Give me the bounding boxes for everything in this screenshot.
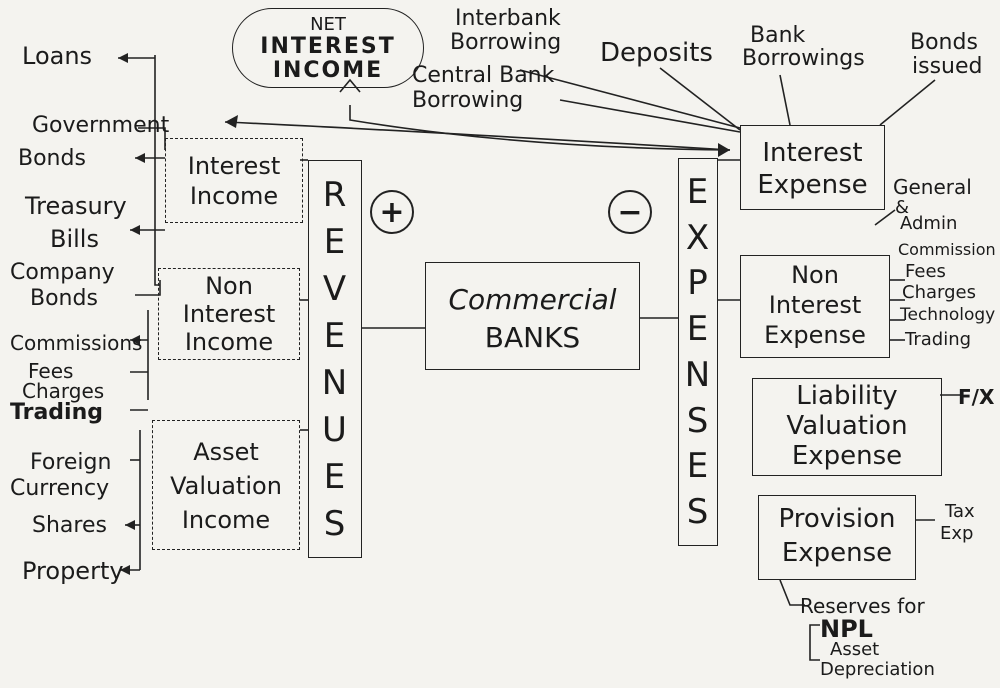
provision-expense-box: Provision Expense [758,495,916,580]
provision-expense-line-2: Expense [781,538,893,568]
non-interest-expense-box: Non Interest Expense [740,255,890,358]
expenses-letter: E [686,446,710,487]
interest-expense-line-1: Interest [762,138,863,168]
fx-label: F/X [958,385,995,409]
deposits-label: Deposits [600,38,713,68]
interbank-borrowing-label-2: Borrowing [450,30,562,55]
government-bonds-label-1: Government [32,113,170,138]
non-interest-income-line-1: Non [205,272,253,300]
interest-expense-box: Interest Expense [740,125,885,210]
company-bonds-label-1: Company [10,260,115,285]
interest-expense-line-2: Expense [757,170,868,200]
fees-label-right: Fees [905,261,946,282]
banks-label: BANKS [484,321,581,354]
treasury-bills-label-2: Bills [50,225,99,253]
tax-exp-label-2: Exp [940,523,974,544]
revenues-letter: U [322,409,348,450]
bank-borrowings-label-2: Borrowings [742,46,865,71]
foreign-currency-label-1: Foreign [30,450,112,475]
revenues-box: R E V E N U E S [308,160,362,558]
expenses-letter: S [686,400,710,441]
minus-sign: − [608,190,652,234]
revenues-letter: S [323,503,347,544]
central-bank-borrowing-label-2: Borrowing [412,88,524,113]
government-bonds-label-2: Bonds [18,146,86,171]
expenses-letter: P [687,263,709,304]
asset-valuation-income-line-3: Income [181,506,271,534]
revenues-letter: E [323,315,347,356]
non-interest-expense-line-1: Non [791,261,839,289]
nii-line-3: INCOME [272,58,384,83]
expenses-letter: E [686,309,710,350]
bonds-issued-label-2: issued [912,54,983,79]
commission-label: Commission [898,240,996,259]
company-bonds-label-2: Bonds [30,286,98,311]
trading-label: Trading [10,400,103,425]
revenues-letter: V [322,268,348,309]
non-interest-income-line-3: Income [184,328,274,356]
expenses-letter: N [684,354,712,395]
expenses-box: E X P E N S E S [678,158,718,546]
reserves-for-label: Reserves for [800,594,925,618]
expenses-letter: X [685,217,711,258]
charges-label: Charges [22,379,105,403]
depreciation-label: Depreciation [820,659,935,680]
nii-line-2: INTEREST [260,34,396,59]
loans-label: Loans [22,42,93,70]
bonds-issued-label-1: Bonds [910,30,978,55]
npl-label: NPL [820,615,873,643]
provision-expense-line-1: Provision [778,504,896,534]
non-interest-expense-line-3: Expense [764,321,866,349]
liability-valuation-expense-line-3: Expense [791,441,903,471]
fees-label: Fees [28,359,74,383]
trading-label-right: Trading [905,329,972,350]
liability-valuation-expense-line-2: Valuation [786,411,908,441]
bank-borrowings-label-1: Bank [750,23,806,48]
interest-income-box: Interest Income [165,138,303,223]
treasury-bills-label-1: Treasury [25,192,127,220]
revenues-letter: E [323,221,347,262]
general-admin-label-2: & [895,197,910,218]
asset-label: Asset [830,639,880,660]
technology-label: Technology [900,305,996,325]
interest-income-line-1: Interest [187,152,281,180]
general-admin-label-3: Admin [900,213,958,234]
revenues-letter: E [323,456,347,497]
general-admin-label-1: General [893,175,972,199]
revenues-letter: R [322,174,348,215]
interest-income-line-2: Income [189,182,279,210]
expenses-letter: E [686,171,710,212]
net-interest-income-oval: NET INTEREST INCOME [232,8,424,88]
asset-valuation-income-line-2: Valuation [170,472,282,500]
foreign-currency-label-2: Currency [10,476,110,501]
tax-exp-label-1: Tax [945,501,975,522]
commercial-banks-box: Commercial BANKS [425,262,640,370]
non-interest-income-box: Non Interest Income [158,268,300,360]
non-interest-income-line-2: Interest [182,300,276,328]
commercial-label: Commercial [448,283,617,316]
expenses-letter: S [686,492,710,533]
asset-valuation-income-line-1: Asset [193,438,259,466]
property-label: Property [22,557,124,585]
liability-valuation-expense-box: Liability Valuation Expense [752,378,942,476]
liability-valuation-expense-line-1: Liability [796,381,898,411]
central-bank-borrowing-label-1: Central Bank [412,63,555,88]
non-interest-expense-line-2: Interest [768,291,862,319]
charges-label-right: Charges [902,282,976,303]
plus-sign: + [370,190,414,234]
asset-valuation-income-box: Asset Valuation Income [152,420,300,550]
interbank-borrowing-label-1: Interbank [455,6,561,31]
revenues-letter: N [321,362,349,403]
shares-label: Shares [32,513,107,538]
commissions-label: Commissions [10,331,143,355]
nii-line-1: NET [310,14,346,35]
